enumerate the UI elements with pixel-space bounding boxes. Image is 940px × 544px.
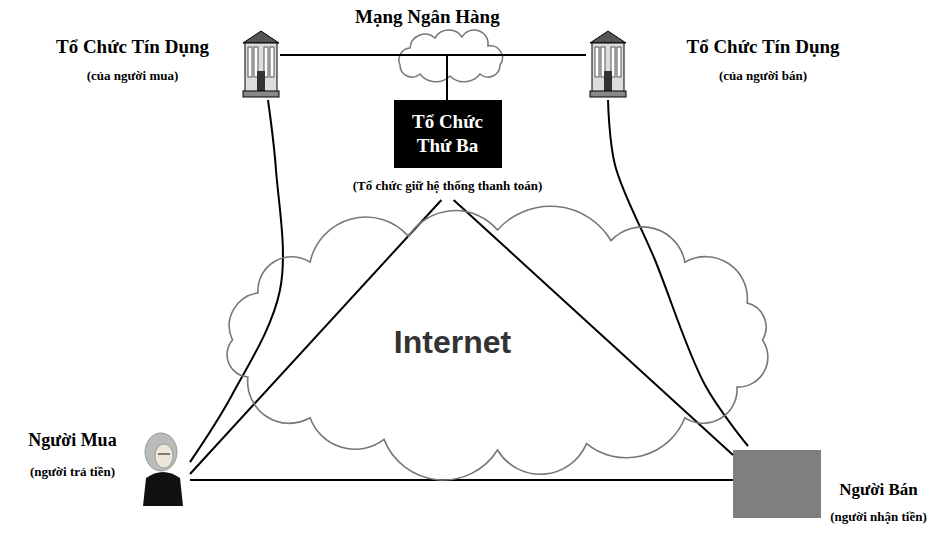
text-slot: (của người mua) bbox=[30, 68, 235, 84]
buyer-node: Người Mua (người trả tiền) bbox=[5, 426, 190, 508]
text-slot: Người Mua bbox=[5, 430, 140, 452]
text-block: Người Bán (người nhận tiền) bbox=[822, 480, 935, 525]
text-block: Tổ Chức Thứ Ba (Tổ chức giữ hệ thống than… bbox=[295, 100, 600, 194]
text-slot: (người nhận tiền) bbox=[822, 509, 935, 525]
person-body bbox=[143, 472, 183, 506]
bank-base bbox=[590, 91, 626, 97]
connector-line bbox=[190, 100, 283, 462]
person-glasses bbox=[158, 453, 170, 454]
connector-line bbox=[190, 479, 733, 481]
seller-node: Người Bán (người nhận tiền) bbox=[733, 446, 935, 536]
text-block: Tổ Chức Tín Dụng (của người bán) bbox=[654, 36, 872, 83]
text-block: Internet bbox=[190, 323, 715, 361]
node-subtitle: (người trả tiền) bbox=[30, 464, 115, 480]
node-title: Tổ Chức Tín Dụng bbox=[686, 36, 839, 59]
text-slot: Internet bbox=[190, 323, 715, 361]
node-subtitle: (của người bán) bbox=[719, 68, 807, 84]
network-label: Mạng Ngân Hàng bbox=[352, 6, 503, 29]
bank-door bbox=[257, 71, 265, 93]
bank-base bbox=[243, 91, 279, 97]
bank-node: Tổ Chức Tín Dụng (của người mua) bbox=[30, 28, 280, 100]
seller-square bbox=[733, 450, 821, 518]
node-subtitle: (người nhận tiền) bbox=[830, 509, 927, 525]
bank-node: Tổ Chức Tín Dụng (của người bán) bbox=[586, 28, 872, 100]
bank-wall bbox=[245, 43, 277, 93]
network-wire bbox=[446, 55, 448, 100]
person-face bbox=[155, 444, 173, 468]
bank-icon bbox=[590, 31, 626, 97]
node-subtitle: (của người mua) bbox=[87, 68, 179, 84]
text-block: Tổ Chức Tín Dụng (của người mua) bbox=[30, 36, 235, 83]
third-party-node: Tổ Chức Thứ Ba (Tổ chức giữ hệ thống than… bbox=[295, 100, 600, 200]
text-slot: Tổ Chức Thứ Ba bbox=[295, 100, 600, 168]
text-slot: Người Bán bbox=[822, 480, 935, 500]
text-slot: Tổ Chức Tín Dụng bbox=[30, 36, 235, 59]
bank-column bbox=[617, 47, 621, 77]
bank-column bbox=[270, 47, 274, 77]
person-hair bbox=[145, 433, 177, 471]
process-box: Tổ Chức Thứ Ba bbox=[394, 100, 502, 168]
node-title: Người Bán bbox=[839, 480, 918, 500]
bank-roof bbox=[243, 31, 279, 43]
text-slot: Tổ Chức Tín Dụng bbox=[654, 36, 872, 59]
text-slot: (Tổ chức giữ hệ thống thanh toán) bbox=[295, 178, 600, 194]
node-title: Tổ Chức Tín Dụng bbox=[56, 36, 209, 59]
node-title: Tổ Chức Thứ Ba bbox=[406, 110, 490, 158]
bank-column bbox=[248, 47, 252, 77]
node-subtitle: (Tổ chức giữ hệ thống thanh toán) bbox=[353, 178, 543, 194]
text-slot: (người trả tiền) bbox=[5, 464, 140, 480]
label-holder: Mạng Ngân Hàng bbox=[352, 6, 503, 29]
connector-line bbox=[608, 100, 748, 446]
cloud-shape bbox=[227, 206, 768, 480]
bank-roof bbox=[590, 31, 626, 43]
bank-icon bbox=[243, 31, 279, 97]
node-title: Người Mua bbox=[28, 430, 116, 452]
bank-column bbox=[595, 47, 599, 77]
bank-wall bbox=[592, 43, 624, 93]
internet-cloud: Internet bbox=[190, 195, 805, 485]
node-title: Internet bbox=[394, 323, 511, 361]
connector-line bbox=[280, 54, 586, 56]
text-block: Người Mua (người trả tiền) bbox=[5, 430, 140, 479]
person-icon bbox=[143, 433, 183, 506]
text-slot: (của người bán) bbox=[654, 68, 872, 84]
bank-door bbox=[604, 71, 612, 93]
